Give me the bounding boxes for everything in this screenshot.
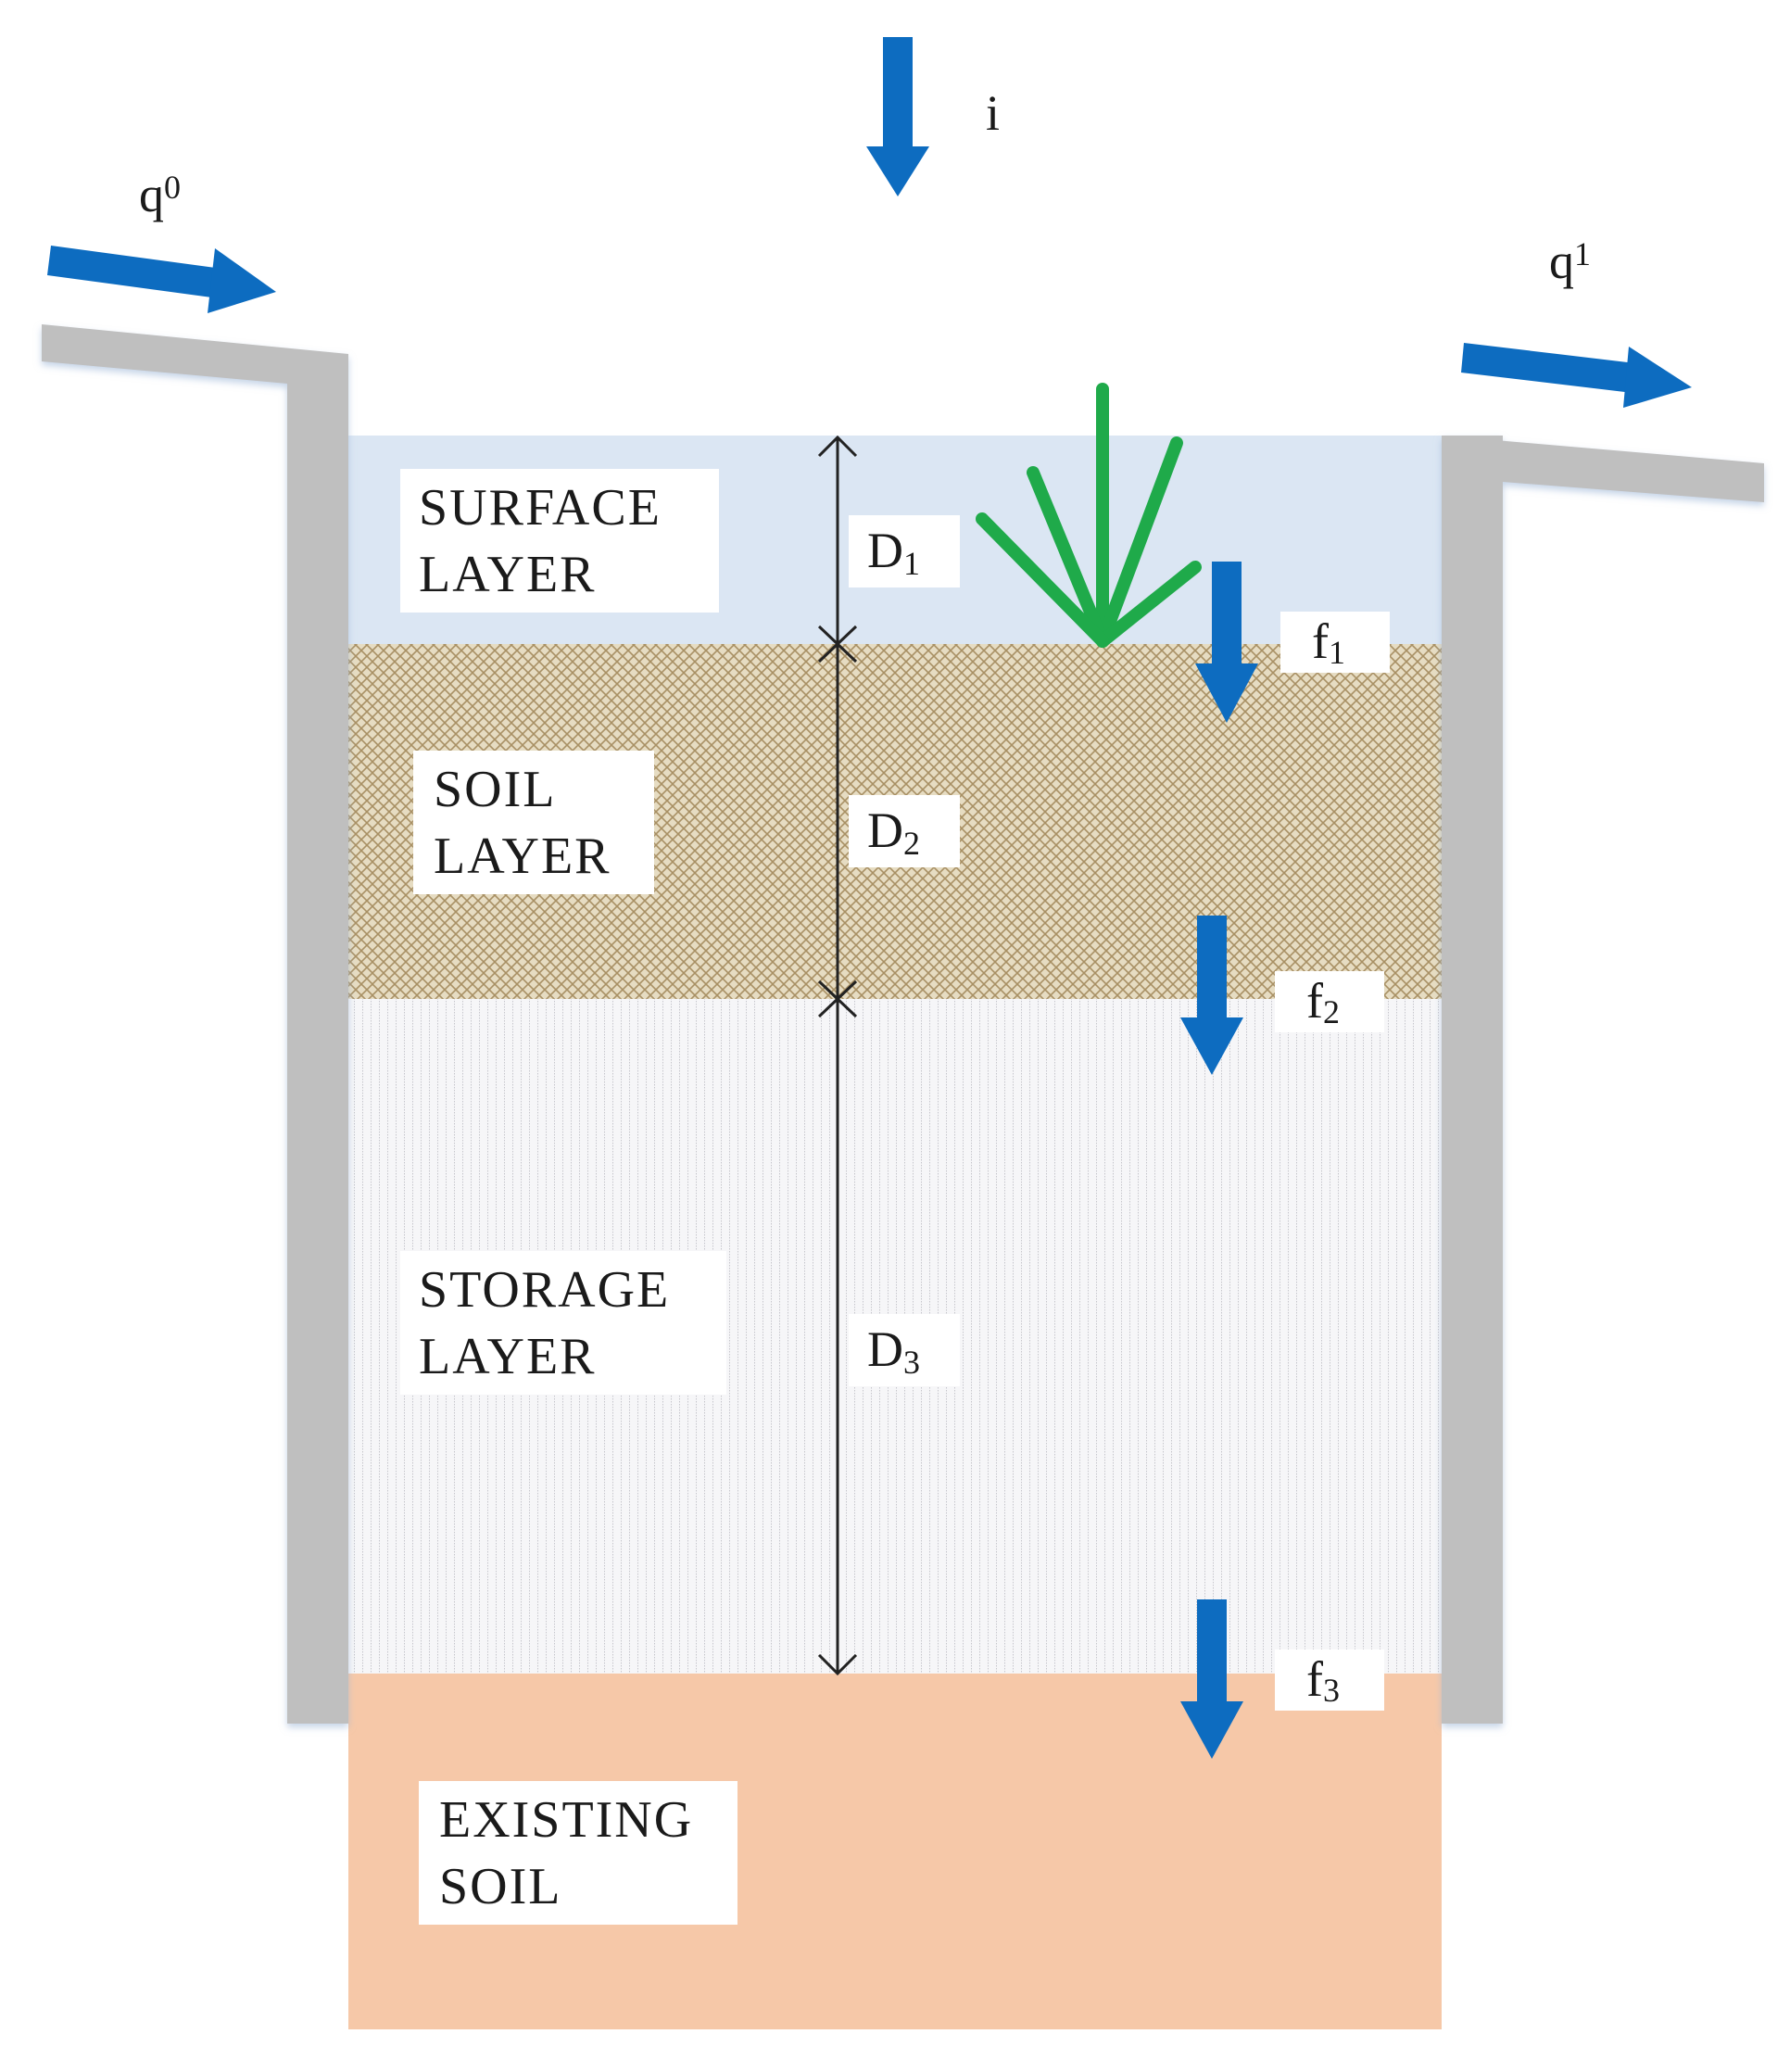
d1-label: D1	[867, 523, 920, 582]
soil-label-box	[413, 751, 654, 894]
d3-label: D3	[867, 1321, 920, 1381]
existing-soil-label-line2: SOIL	[439, 1858, 561, 1915]
soil-layer-label-line2: LAYER	[434, 828, 611, 885]
f2-label-box	[1275, 971, 1384, 1032]
inflow-arrow-icon	[47, 246, 276, 313]
inflow-label: q0	[139, 167, 181, 222]
soil-layer-label-line1: SOIL	[434, 761, 556, 818]
storage-layer-label-line2: LAYER	[419, 1328, 597, 1385]
d3-label-box	[849, 1314, 960, 1386]
rainfall-arrow-icon	[866, 37, 929, 196]
depth-dimension-line	[817, 435, 858, 1676]
f3-arrow-icon	[1180, 1599, 1243, 1759]
right-wall-and-ground	[1442, 436, 1764, 1724]
f1-label: f1	[1312, 613, 1345, 671]
surface-layer-label-line2: LAYER	[419, 546, 597, 603]
d1-label-box	[849, 515, 960, 587]
surface-layer-label-line1: SURFACE	[419, 479, 662, 537]
d2-label: D2	[867, 802, 920, 862]
f1-arrow-icon	[1195, 562, 1258, 723]
existing-label-box	[419, 1781, 737, 1925]
surface-label-box	[400, 469, 719, 613]
left-wall-and-ground	[42, 324, 348, 1724]
outflow-label: q1	[1549, 234, 1591, 289]
f3-label-box	[1275, 1649, 1384, 1711]
f3-label: f3	[1306, 1651, 1340, 1709]
f1-label-box	[1280, 612, 1390, 673]
f2-label: f2	[1306, 973, 1340, 1030]
plant-icon	[976, 383, 1202, 648]
d2-label-box	[849, 795, 960, 867]
rainfall-label: i	[986, 85, 1000, 141]
existing-soil-label-line1: EXISTING	[439, 1791, 693, 1849]
outflow-arrow-icon	[1461, 343, 1692, 408]
storage-layer-label-line1: STORAGE	[419, 1261, 670, 1319]
f2-arrow-icon	[1180, 916, 1243, 1075]
storage-label-box	[400, 1251, 726, 1395]
